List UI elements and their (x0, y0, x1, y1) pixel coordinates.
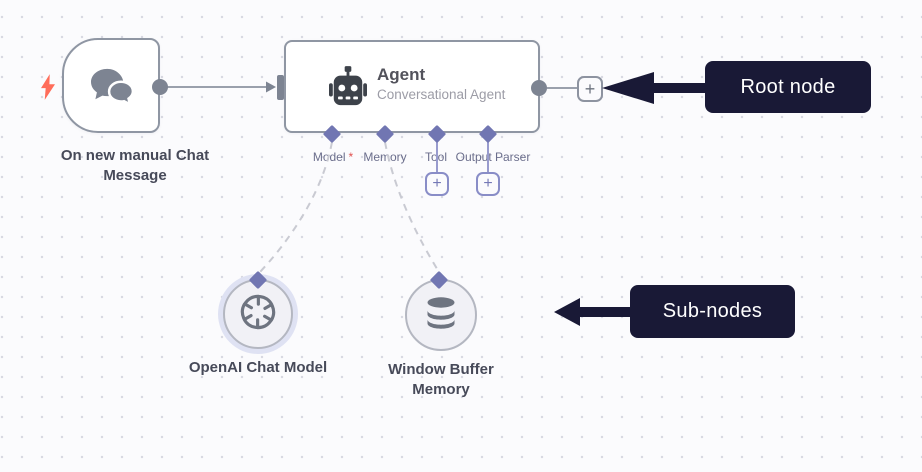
port-label-output-parser: Output Parser (455, 150, 531, 164)
annotation-sub-nodes: Sub-nodes (630, 285, 795, 338)
database-icon (425, 296, 457, 335)
agent-node[interactable]: Agent Conversational Agent (284, 40, 540, 133)
openai-logo-icon (239, 293, 277, 336)
agent-input-endpoint[interactable] (277, 75, 284, 100)
root-arrow-left-icon (602, 72, 654, 104)
trigger-bolt-icon (41, 74, 55, 100)
trigger-node[interactable] (62, 38, 160, 133)
edge-arrowhead-icon (266, 81, 276, 93)
required-asterisk: * (348, 150, 354, 164)
add-output-parser-button[interactable]: + (476, 172, 500, 196)
robot-icon (329, 66, 367, 110)
port-label-memory: Memory (363, 150, 407, 164)
memory-node-label: Window Buffer Memory (388, 361, 494, 398)
port-label-model-text: Model (312, 150, 346, 164)
window-buffer-memory-node[interactable] (405, 279, 477, 351)
agent-node-title: Agent (377, 65, 426, 84)
agent-node-subtitle: Conversational Agent (377, 87, 506, 102)
chat-bubbles-icon (88, 67, 135, 107)
openai-chat-model-node[interactable] (223, 279, 293, 349)
annotation-root-node: Root node (705, 61, 871, 113)
sub-arrow-left-icon (554, 298, 580, 326)
add-next-node-button[interactable]: + (577, 76, 603, 102)
trigger-node-label: On new manual Chat Message (60, 147, 210, 184)
openai-node-label: OpenAI Chat Model (188, 359, 328, 376)
sub-arrow-shaft (577, 307, 632, 317)
add-tool-button[interactable]: + (425, 172, 449, 196)
root-arrow-shaft (650, 83, 707, 93)
port-label-tool: Tool (424, 150, 448, 164)
port-label-model: Model* (313, 150, 353, 164)
